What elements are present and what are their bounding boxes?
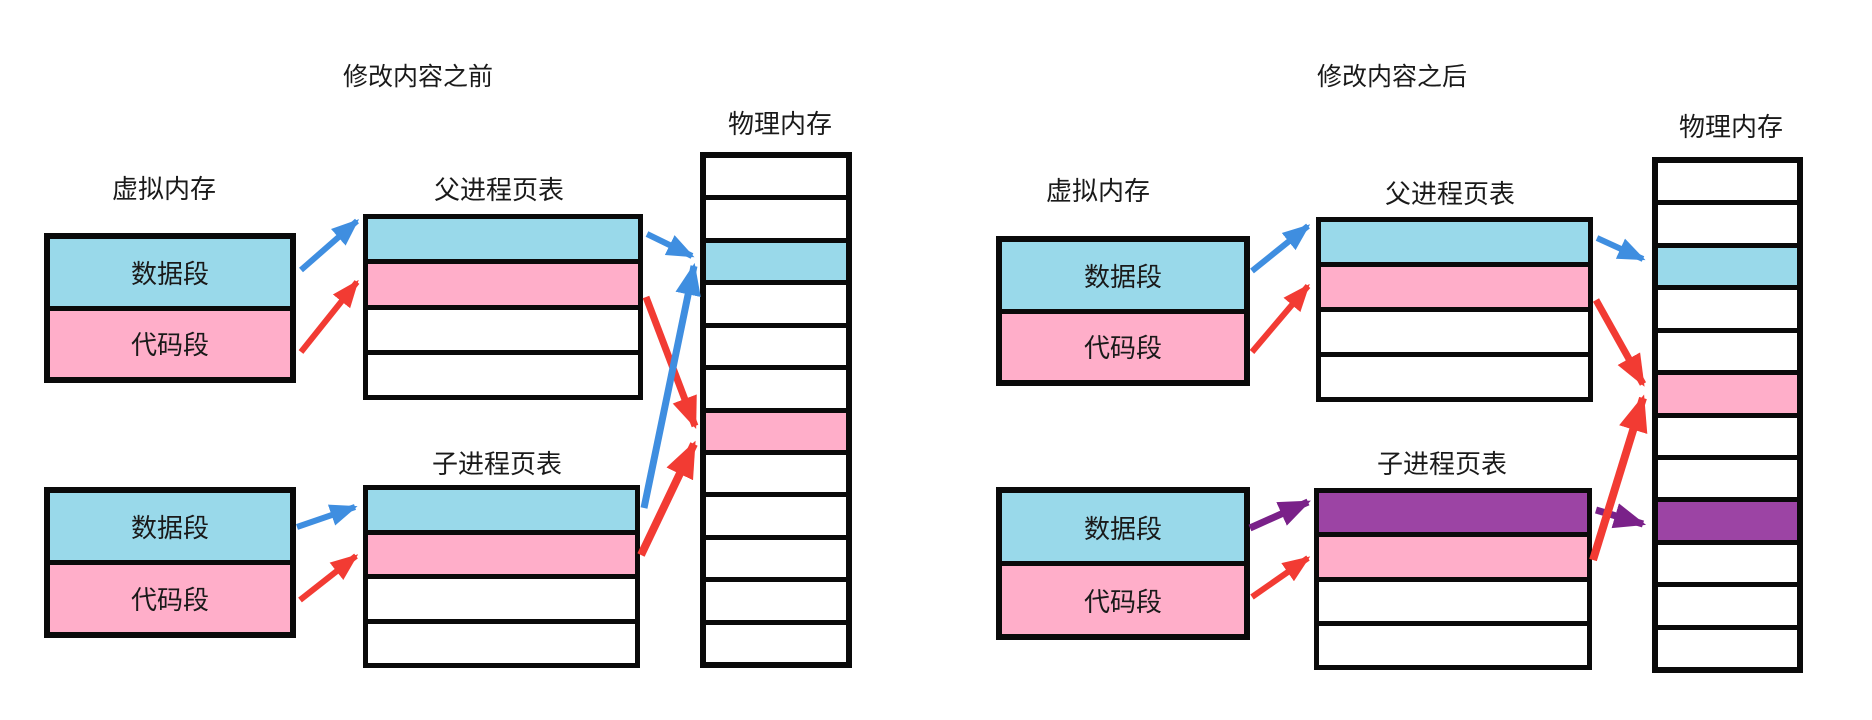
before-physical-memory-label: 物理内存 (727, 110, 833, 140)
before-physical-memory-table (700, 152, 852, 668)
memory-row-white (706, 534, 846, 578)
memory-row-white (706, 280, 846, 323)
memory-row-white (706, 492, 846, 535)
blue-mapping-arrow (299, 218, 360, 273)
after-vm-bottom-code-segment: 代码段 (1002, 561, 1244, 634)
memory-row-white (368, 349, 638, 395)
before-virtual-memory-bottom-box: 数据段 代码段 (44, 487, 296, 638)
after-child-table-label: 子进程页表 (1376, 450, 1508, 480)
memory-row-white (368, 574, 635, 619)
memory-row-white (368, 618, 635, 663)
blue-mapping-arrow (1595, 235, 1646, 262)
memory-row-white (1319, 620, 1587, 665)
memory-row-white (1319, 576, 1587, 621)
before-parent-table-label: 父进程页表 (433, 176, 565, 206)
after-parent-page-table (1316, 217, 1593, 402)
memory-row-white (706, 619, 846, 663)
memory-row-pink (1321, 262, 1588, 307)
after-physical-memory-table (1652, 157, 1803, 673)
red-mapping-arrow (642, 295, 699, 430)
before-vm-top-code-segment: 代码段 (50, 305, 290, 377)
memory-row-purple (1319, 493, 1587, 533)
after-virtual-memory-bottom-box: 数据段 代码段 (996, 487, 1250, 640)
memory-row-purple (1658, 497, 1797, 540)
memory-row-white (1321, 307, 1588, 352)
memory-row-white (706, 195, 846, 238)
memory-row-pink (368, 259, 638, 305)
purple-mapping-arrow (1595, 503, 1647, 529)
before-virtual-memory-top-box: 数据段 代码段 (44, 233, 296, 383)
red-mapping-arrow (637, 440, 698, 557)
before-child-table-label: 子进程页表 (431, 450, 563, 480)
memory-row-cyan (1321, 222, 1588, 262)
after-virtual-memory-label: 虚拟内存 (1045, 177, 1151, 207)
memory-row-white (1321, 352, 1588, 397)
red-mapping-arrow (298, 279, 360, 354)
memory-row-cyan (1658, 242, 1797, 286)
memory-row-pink (1319, 532, 1587, 577)
memory-row-white (1658, 163, 1797, 201)
memory-row-white (1658, 200, 1797, 243)
purple-mapping-arrow (1248, 498, 1311, 532)
memory-row-pink (706, 407, 846, 450)
red-mapping-arrow (298, 553, 359, 603)
before-child-page-table (363, 485, 640, 668)
memory-row-white (706, 365, 846, 408)
memory-row-white (706, 322, 846, 366)
memory-row-white (1658, 327, 1797, 371)
red-mapping-arrow (1250, 555, 1311, 600)
red-mapping-arrow (1589, 394, 1648, 562)
panel-before-title: 修改内容之前 (342, 62, 494, 91)
blue-mapping-arrow (640, 262, 701, 509)
after-vm-top-code-segment: 代码段 (1002, 308, 1244, 380)
red-mapping-arrow (1249, 283, 1311, 354)
before-vm-bottom-code-segment: 代码段 (50, 560, 290, 632)
red-mapping-arrow (1592, 298, 1647, 387)
memory-row-white (1658, 285, 1797, 328)
memory-row-white (1658, 582, 1797, 625)
after-vm-top-data-segment: 数据段 (1002, 242, 1244, 309)
memory-row-white (1658, 454, 1797, 498)
memory-row-cyan (706, 237, 846, 281)
after-physical-memory-label: 物理内存 (1678, 113, 1784, 143)
memory-row-cyan (368, 490, 635, 530)
blue-mapping-arrow (645, 231, 695, 259)
after-vm-bottom-data-segment: 数据段 (1002, 493, 1244, 561)
blue-mapping-arrow (296, 504, 358, 530)
memory-row-cyan (368, 219, 638, 260)
after-virtual-memory-top-box: 数据段 代码段 (996, 236, 1250, 386)
memory-row-white (706, 449, 846, 493)
before-virtual-memory-label: 虚拟内存 (111, 175, 217, 205)
memory-row-white (368, 304, 638, 350)
before-vm-bottom-data-segment: 数据段 (50, 493, 290, 560)
after-parent-table-label: 父进程页表 (1384, 180, 1516, 210)
before-parent-page-table (363, 214, 643, 400)
panel-after-title: 修改内容之后 (1316, 62, 1468, 91)
before-vm-top-data-segment: 数据段 (50, 239, 290, 306)
memory-row-white (706, 577, 846, 620)
memory-row-white (706, 158, 846, 196)
memory-row-pink (1658, 370, 1797, 413)
memory-row-white (1658, 412, 1797, 455)
memory-row-white (1658, 624, 1797, 668)
after-child-page-table (1314, 488, 1592, 670)
memory-row-white (1658, 539, 1797, 583)
memory-row-pink (368, 529, 635, 574)
blue-mapping-arrow (1250, 223, 1311, 274)
